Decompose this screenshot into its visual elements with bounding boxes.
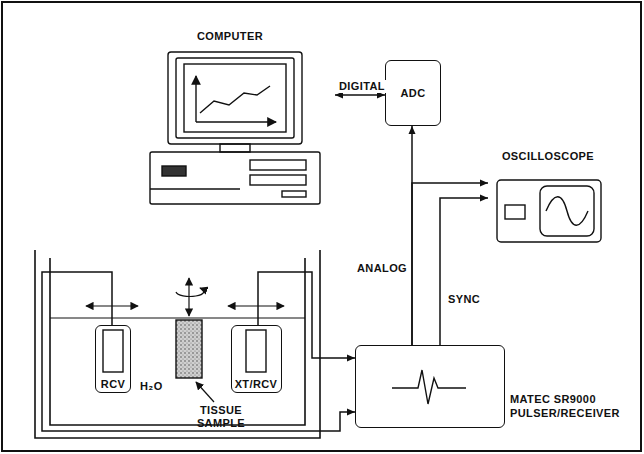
signal-label: ANALOG <box>356 262 408 275</box>
connector-line <box>42 272 355 431</box>
adc-box: ADC <box>385 60 441 126</box>
node-label: XT/RCV <box>232 378 281 390</box>
connector-line <box>412 183 488 345</box>
arrowhead <box>480 195 488 202</box>
arrowhead <box>480 180 488 187</box>
connector-line <box>258 272 355 358</box>
computer: COMPUTER <box>125 30 335 208</box>
node-label: ADC <box>400 87 425 99</box>
pulser-receiver-box: MATEC SR9000 PULSER/RECEIVER <box>355 345 505 428</box>
oscilloscope-illustration <box>497 180 601 242</box>
transducer-element <box>103 330 123 372</box>
oscilloscope: OSCILLOSCOPE <box>488 150 608 246</box>
signal-connector <box>258 272 355 362</box>
computer-illustration <box>150 52 320 204</box>
node-label: COMPUTER <box>125 30 335 42</box>
medium-label: H₂O <box>140 380 163 393</box>
transducer-box: RCV <box>95 325 131 393</box>
tissue-sample <box>176 320 202 378</box>
motion-arrows <box>86 278 284 316</box>
signal-connector <box>412 180 488 346</box>
signal-label: SYNC <box>447 293 481 306</box>
arrowhead <box>409 126 416 134</box>
callout-label: TISSUE SAMPLE <box>190 404 252 430</box>
signal-connector <box>42 272 355 431</box>
connector-line <box>440 198 488 345</box>
leader-arrow <box>196 382 214 402</box>
node-label: OSCILLOSCOPE <box>488 150 608 162</box>
water-tank <box>35 250 320 438</box>
signal-label: DIGITAL <box>338 80 386 93</box>
node-label: RCV <box>96 378 130 390</box>
signal-connector <box>440 195 488 346</box>
arrowhead <box>347 409 355 416</box>
node-label: MATEC SR9000 PULSER/RECEIVER <box>510 392 636 420</box>
transducer-box: XT/RCV <box>231 325 282 393</box>
transducer-element <box>246 330 266 372</box>
pulse-waveform <box>392 370 466 404</box>
arrowhead <box>347 355 355 362</box>
